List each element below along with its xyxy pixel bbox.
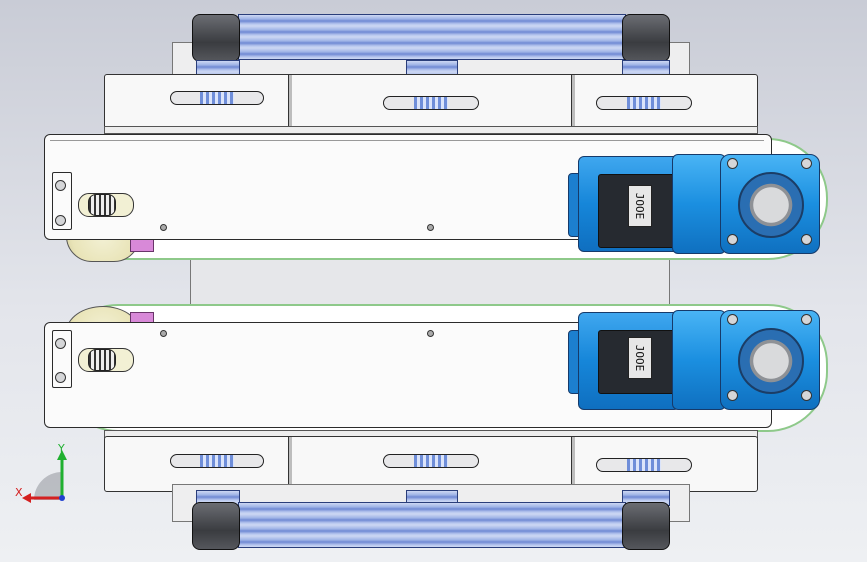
bolt-icon xyxy=(801,158,812,169)
bottom-slot-left[interactable] xyxy=(170,454,264,468)
bottom-roller-endcap-right xyxy=(622,502,670,550)
top-plate-divider-1 xyxy=(288,75,292,127)
bolt-icon xyxy=(727,234,738,245)
bolt-icon xyxy=(55,372,66,383)
top-roller-tube[interactable] xyxy=(238,14,626,60)
bottom-slot-right[interactable] xyxy=(596,458,692,472)
bolt-icon xyxy=(801,234,812,245)
upper-nameplate-wrap: JOOE xyxy=(614,185,666,227)
bottom-roller-tube[interactable] xyxy=(238,502,626,548)
lower-tensioner-knob-icon xyxy=(88,349,116,371)
top-plate-lower-edge xyxy=(104,126,758,134)
bolt-icon xyxy=(55,338,66,349)
bolt-icon xyxy=(55,180,66,191)
top-slot-left[interactable] xyxy=(170,91,264,105)
axis-y-label: Y xyxy=(58,442,65,455)
lower-frame-hole-1 xyxy=(160,330,167,337)
bottom-plate-divider-2 xyxy=(571,437,575,489)
bottom-plate-divider-1 xyxy=(288,437,292,489)
top-slot-right[interactable] xyxy=(596,96,692,110)
lower-motor-nameplate: JOOE xyxy=(628,337,652,379)
upper-gearbox[interactable] xyxy=(672,154,726,254)
lower-frame-hole-2 xyxy=(427,330,434,337)
upper-frame-hole-1 xyxy=(160,224,167,231)
lower-gearbox[interactable] xyxy=(672,310,726,410)
axis-triad-icon xyxy=(14,442,78,506)
bolt-icon xyxy=(801,390,812,401)
bottom-slot-mid[interactable] xyxy=(383,454,479,468)
upper-frame-hole-2 xyxy=(427,224,434,231)
bottom-roller-endcap-left xyxy=(192,502,240,550)
upper-tensioner-knob-icon xyxy=(88,194,116,216)
bolt-icon xyxy=(727,314,738,325)
axis-x-label: X xyxy=(15,486,23,499)
bolt-icon xyxy=(727,158,738,169)
top-roller-endcap-right xyxy=(622,14,670,62)
upper-motor-fan-cover-icon xyxy=(738,172,804,238)
upper-pink-bracket xyxy=(130,238,154,252)
top-roller-endcap-left xyxy=(192,14,240,62)
bolt-icon xyxy=(801,314,812,325)
lower-motor-fan-cover-icon xyxy=(738,328,804,394)
upper-motor-nameplate: JOOE xyxy=(628,185,652,227)
top-slot-mid[interactable] xyxy=(383,96,479,110)
top-plate-divider-2 xyxy=(571,75,575,127)
upper-frame-top-line xyxy=(50,140,764,141)
bolt-icon xyxy=(55,215,66,226)
bolt-icon xyxy=(727,390,738,401)
lower-nameplate-wrap: JOOE xyxy=(614,337,666,379)
